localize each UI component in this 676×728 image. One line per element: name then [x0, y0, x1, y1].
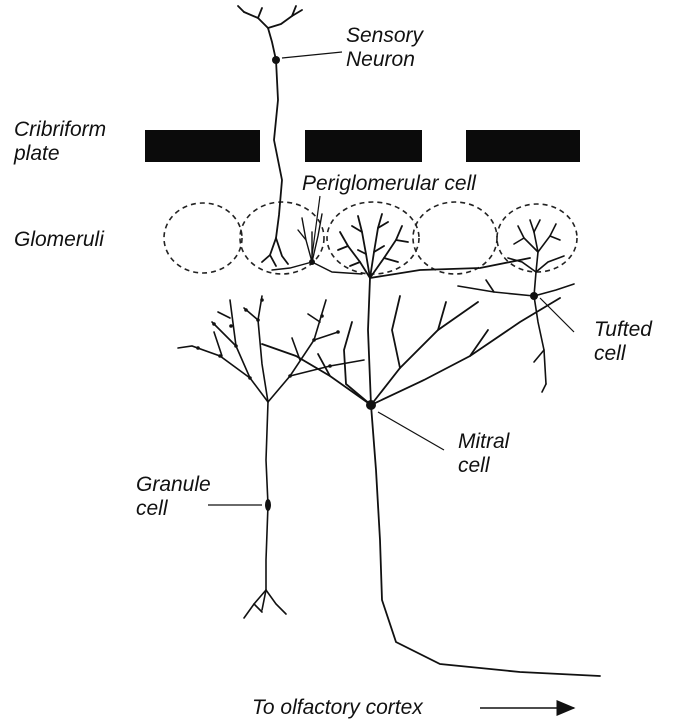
- cribriform-plate-bars: [145, 130, 580, 162]
- granule-cell-label-line2: cell: [136, 497, 211, 521]
- sensory-neuron-soma: [272, 56, 280, 64]
- plate-bar-3: [466, 130, 580, 162]
- mitral-cell-leader: [378, 412, 444, 450]
- tufted-cell-label-line1: Tufted: [594, 318, 652, 342]
- glomeruli-label: Glomeruli: [14, 228, 104, 252]
- granule-cell-soma: [265, 499, 271, 511]
- tufted-cell-label: Tufted cell: [594, 318, 652, 366]
- granule-cell-label-line1: Granule: [136, 473, 211, 497]
- periglomerular-cell-label: Periglomerular cell: [302, 172, 476, 196]
- mitral-cell-label-line2: cell: [458, 454, 509, 478]
- tufted-cell-label-line2: cell: [594, 342, 652, 366]
- granule-cell: [178, 296, 364, 618]
- plate-bar-2: [305, 130, 422, 162]
- sensory-neuron-label-line1: Sensory: [346, 24, 423, 48]
- cribriform-plate-label-line1: Cribriform: [14, 118, 106, 142]
- granule-cell-label: Granule cell: [136, 473, 211, 521]
- glomerulus-1: [164, 203, 242, 273]
- sensory-neuron-label: Sensory Neuron: [346, 24, 423, 72]
- mitral-cell: [262, 214, 600, 676]
- tufted-cell-soma: [530, 292, 538, 300]
- tufted-cell: [458, 220, 574, 392]
- mitral-cell-label-line1: Mitral: [458, 430, 509, 454]
- cribriform-plate-label-line2: plate: [14, 142, 106, 166]
- sensory-neuron-leader: [282, 52, 342, 58]
- cribriform-plate-label: Cribriform plate: [14, 118, 106, 166]
- sensory-neuron-label-line2: Neuron: [346, 48, 423, 72]
- plate-bar-1: [145, 130, 260, 162]
- leader-lines: [208, 52, 574, 505]
- tufted-cell-leader: [540, 298, 574, 332]
- periglomerular-cell-soma: [309, 259, 315, 265]
- olfactory-cortex-label: To olfactory cortex: [252, 696, 423, 720]
- glomeruli-circles: [164, 202, 577, 274]
- mitral-cell-soma: [366, 400, 376, 410]
- glomerulus-4: [413, 202, 497, 274]
- mitral-cell-label: Mitral cell: [458, 430, 509, 478]
